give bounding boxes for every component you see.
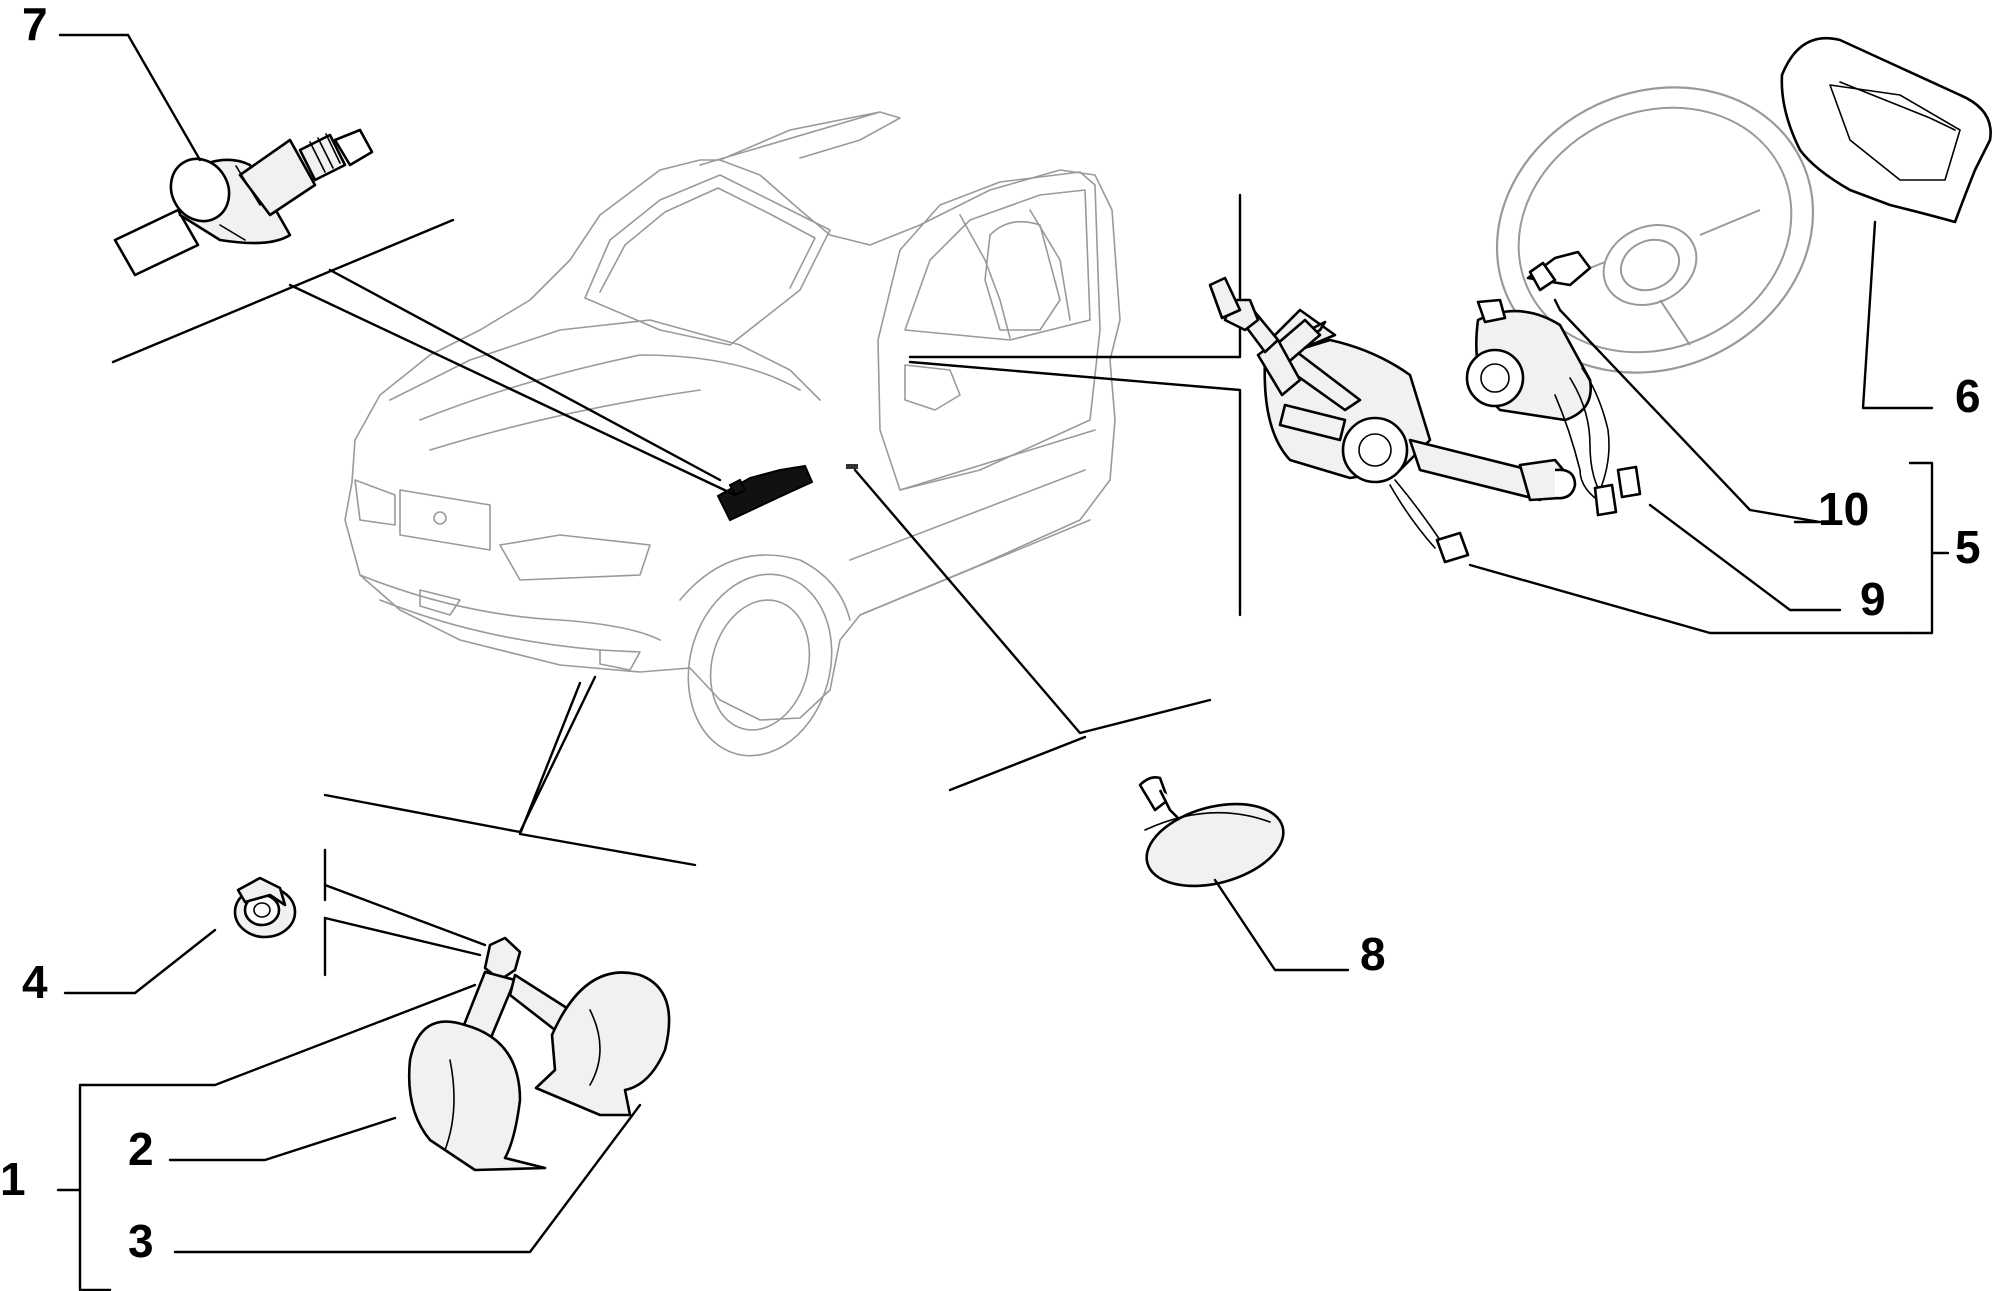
parts-2-3-horns — [407, 936, 671, 1172]
leader-lines-car — [111, 193, 1242, 867]
leader-lines-callouts — [56, 33, 1950, 1291]
callout-labels: 7 6 10 5 9 8 4 2 1 3 — [0, 0, 1981, 1267]
callout-3: 3 — [128, 1215, 154, 1267]
part-8-side-repeater — [1138, 776, 1285, 888]
part-10-screw — [1526, 250, 1592, 292]
part-5-combination-switch — [1208, 276, 1577, 564]
part-4-grommet — [233, 876, 297, 939]
callout-6: 6 — [1955, 370, 1981, 422]
callout-5: 5 — [1955, 521, 1981, 573]
callout-8: 8 — [1360, 928, 1386, 980]
callout-2: 2 — [128, 1123, 154, 1175]
callout-7: 7 — [22, 0, 48, 50]
callout-1: 1 — [0, 1153, 26, 1205]
callout-9: 9 — [1860, 573, 1886, 625]
callout-10: 10 — [1818, 483, 1869, 535]
part-7-switch — [113, 128, 374, 277]
part-9-clockspring — [1465, 298, 1642, 517]
car-outline — [344, 111, 1121, 757]
part-6-steering-wheel — [1495, 36, 1992, 374]
callout-4: 4 — [22, 956, 48, 1008]
